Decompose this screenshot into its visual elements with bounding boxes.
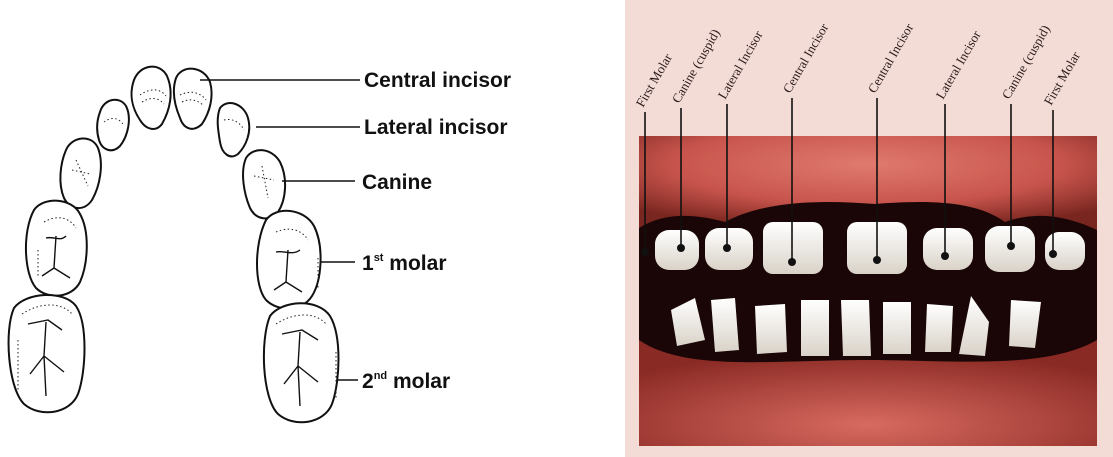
upper-teeth	[655, 222, 1085, 274]
tooth-central-incisor-left	[132, 67, 171, 129]
tooth-first-molar-left	[26, 201, 87, 296]
mouth-photo	[639, 136, 1097, 446]
label-second-molar: 2nd molar	[362, 370, 450, 393]
tooth-lateral-incisor-left	[97, 100, 129, 151]
tooth-canine-left	[60, 138, 101, 208]
label-central-incisor: Central incisor	[364, 69, 511, 92]
tooth-lateral-incisor-right	[218, 103, 250, 156]
dental-arch-diagram: Central incisor Lateral incisor Canine 1…	[0, 0, 600, 457]
tooth-first-molar-right	[257, 211, 321, 309]
teeth-photo-panel: First Molar Canine (cuspid) Lateral Inci…	[625, 0, 1113, 457]
tooth-central-incisor-right	[174, 69, 212, 129]
label-first-molar: 1st molar	[362, 252, 447, 275]
tooth-canine-right	[243, 150, 285, 218]
label-lateral-incisor: Lateral incisor	[364, 116, 508, 139]
label-canine: Canine	[362, 171, 432, 194]
tooth-second-molar-right	[264, 303, 339, 422]
arch-teeth	[9, 67, 339, 423]
